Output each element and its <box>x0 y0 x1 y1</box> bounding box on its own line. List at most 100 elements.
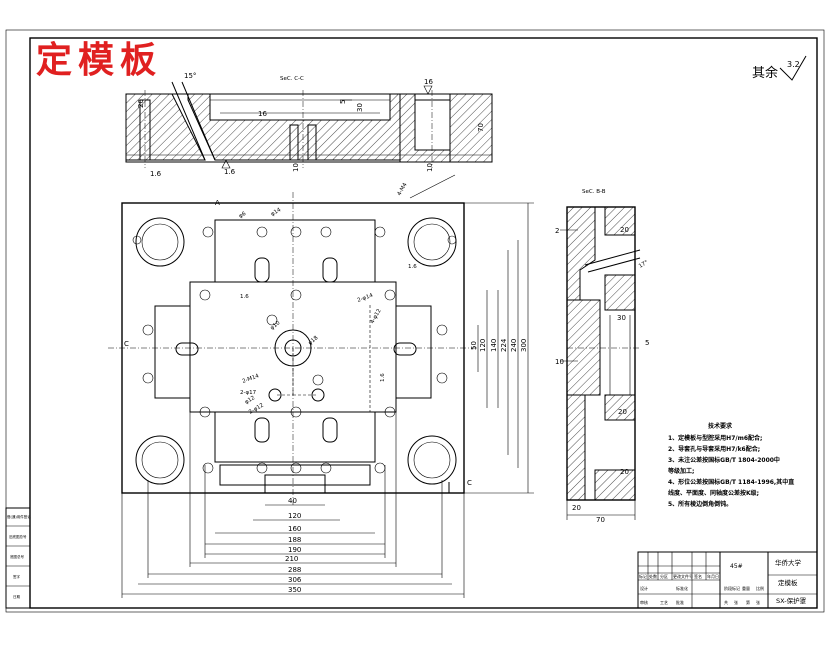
svg-text:20: 20 <box>572 504 581 512</box>
svg-text:288: 288 <box>288 566 301 574</box>
svg-text:1.6: 1.6 <box>380 373 386 382</box>
svg-text:16: 16 <box>258 110 267 118</box>
svg-text:签字: 签字 <box>13 574 20 579</box>
technical-notes: 技术要求 1、定模板与型腔采用H7/m6配合; 2、导套孔与导套采用H7/k6配… <box>667 422 794 508</box>
svg-text:306: 306 <box>288 576 302 584</box>
svg-text:2-φ17: 2-φ17 <box>240 390 257 396</box>
svg-text:重量: 重量 <box>742 585 750 591</box>
svg-text:4-M4: 4-M4 <box>397 182 409 197</box>
svg-text:140: 140 <box>490 339 498 352</box>
svg-text:210: 210 <box>285 555 298 563</box>
svg-text:2、导套孔与导套采用H7/k6配合;: 2、导套孔与导套采用H7/k6配合; <box>668 445 760 453</box>
svg-text:3、未注公差按国标GB/T 1804-2000中: 3、未注公差按国标GB/T 1804-2000中 <box>668 456 780 464</box>
svg-text:SX-保护罩: SX-保护罩 <box>776 596 807 605</box>
svg-text:15°: 15° <box>184 72 196 80</box>
svg-text:标准化: 标准化 <box>676 585 688 591</box>
svg-text:华侨大学: 华侨大学 <box>775 558 802 567</box>
svg-text:3.2: 3.2 <box>787 60 800 69</box>
svg-text:300: 300 <box>520 339 528 352</box>
svg-text:45#: 45# <box>730 563 743 570</box>
svg-text:设计: 设计 <box>640 585 648 591</box>
svg-text:20: 20 <box>620 468 629 476</box>
svg-text:20: 20 <box>137 99 145 108</box>
svg-text:φ18: φ18 <box>307 335 319 347</box>
svg-text:70: 70 <box>477 123 485 132</box>
svg-text:C: C <box>467 479 472 487</box>
svg-text:技术要求: 技术要求 <box>708 422 733 430</box>
svg-text:SeC. C-C: SeC. C-C <box>280 76 304 82</box>
svg-text:处数: 处数 <box>649 573 657 579</box>
svg-text:等级加工;: 等级加工; <box>667 467 694 475</box>
svg-text:线度、平面度、同轴度公差按K级;: 线度、平面度、同轴度公差按K级; <box>668 489 759 497</box>
svg-text:比例: 比例 <box>756 585 764 591</box>
svg-text:2-φ12: 2-φ12 <box>248 402 265 415</box>
svg-text:SeC. B-B: SeC. B-B <box>582 189 606 195</box>
roughness-symbol: 其余 3.2 <box>752 55 807 81</box>
svg-text:5、所有棱边倒角倒钝。: 5、所有棱边倒角倒钝。 <box>668 500 732 508</box>
svg-text:188: 188 <box>288 536 301 544</box>
svg-text:5: 5 <box>339 100 347 104</box>
svg-text:φ6: φ6 <box>238 211 248 220</box>
svg-text:φ10: φ10 <box>269 320 281 332</box>
svg-text:批准: 批准 <box>676 599 684 605</box>
svg-text:240: 240 <box>510 339 518 352</box>
svg-text:日期: 日期 <box>13 594 20 599</box>
svg-text:旧底图总号: 旧底图总号 <box>9 534 27 539</box>
svg-text:第: 第 <box>746 599 750 605</box>
svg-text:4、形位公差按国标GB/T 1184-1996,其中直: 4、形位公差按国标GB/T 1184-1996,其中直 <box>668 478 794 486</box>
svg-text:其余: 其余 <box>752 65 778 81</box>
svg-text:底图总号: 底图总号 <box>10 554 24 559</box>
svg-text:借(通)用件登记: 借(通)用件登记 <box>7 514 31 519</box>
svg-text:160: 160 <box>288 525 301 533</box>
title-block: 45# 华侨大学 定模板 SX-保护罩 标记 处数 分区 更改文件号 签名 年月… <box>637 551 818 609</box>
svg-text:年月日: 年月日 <box>707 573 719 579</box>
svg-text:224: 224 <box>500 338 508 352</box>
svg-text:1.6: 1.6 <box>240 294 249 300</box>
svg-text:φ12: φ12 <box>244 395 256 406</box>
svg-text:2: 2 <box>555 227 559 235</box>
svg-text:10: 10 <box>292 163 300 172</box>
svg-text:C: C <box>124 340 129 348</box>
svg-text:定模板: 定模板 <box>778 578 798 587</box>
svg-text:1、定模板与型腔采用H7/m6配合;: 1、定模板与型腔采用H7/m6配合; <box>668 434 762 442</box>
svg-text:1.6: 1.6 <box>150 170 162 178</box>
svg-text:17°: 17° <box>638 260 650 270</box>
svg-text:阶段标记: 阶段标记 <box>724 585 740 591</box>
svg-text:5: 5 <box>645 339 649 347</box>
svg-text:190: 190 <box>288 546 301 554</box>
section-bb-view: SeC. B-B 2 20 30 5 10 20 20 70 20 17° <box>555 189 650 524</box>
inner-frame <box>29 37 818 609</box>
svg-text:A: A <box>215 199 220 207</box>
svg-text:120: 120 <box>479 339 487 352</box>
svg-text:30: 30 <box>617 314 626 322</box>
svg-text:签名: 签名 <box>694 573 702 579</box>
svg-text:120: 120 <box>288 512 301 520</box>
svg-text:350: 350 <box>288 586 301 594</box>
svg-text:共: 共 <box>724 599 728 605</box>
svg-text:1.6: 1.6 <box>408 264 417 270</box>
svg-text:20: 20 <box>618 408 627 416</box>
svg-text:40: 40 <box>288 497 297 505</box>
svg-text:10: 10 <box>555 358 564 366</box>
svg-text:分区: 分区 <box>660 573 668 579</box>
svg-text:张: 张 <box>756 599 760 605</box>
svg-text:张: 张 <box>734 599 738 605</box>
svg-text:标记: 标记 <box>639 573 647 579</box>
plan-view: A C C 40 120 160 188 190 210 <box>108 174 534 598</box>
svg-text:20: 20 <box>620 226 629 234</box>
svg-text:4-φ12: 4-φ12 <box>370 308 383 325</box>
svg-text:10: 10 <box>426 163 434 172</box>
title-stamp: 定模板 <box>36 39 162 81</box>
svg-text:1.6: 1.6 <box>224 168 236 176</box>
outer-frame <box>5 29 825 613</box>
svg-text:70: 70 <box>596 516 605 524</box>
svg-text:16: 16 <box>424 78 433 86</box>
section-cc-view: SeC. C-C 20 5 30 70 16 16 10 10 1.6 <box>125 72 493 178</box>
svg-text:30: 30 <box>356 103 364 112</box>
svg-text:审核: 审核 <box>640 599 648 605</box>
svg-text:2-M14: 2-M14 <box>242 373 261 385</box>
svg-text:更改文件号: 更改文件号 <box>673 573 693 579</box>
svg-text:2-φ14: 2-φ14 <box>357 293 375 304</box>
left-side-strip: 借(通)用件登记 旧底图总号 底图总号 签字 日期 <box>5 507 31 609</box>
